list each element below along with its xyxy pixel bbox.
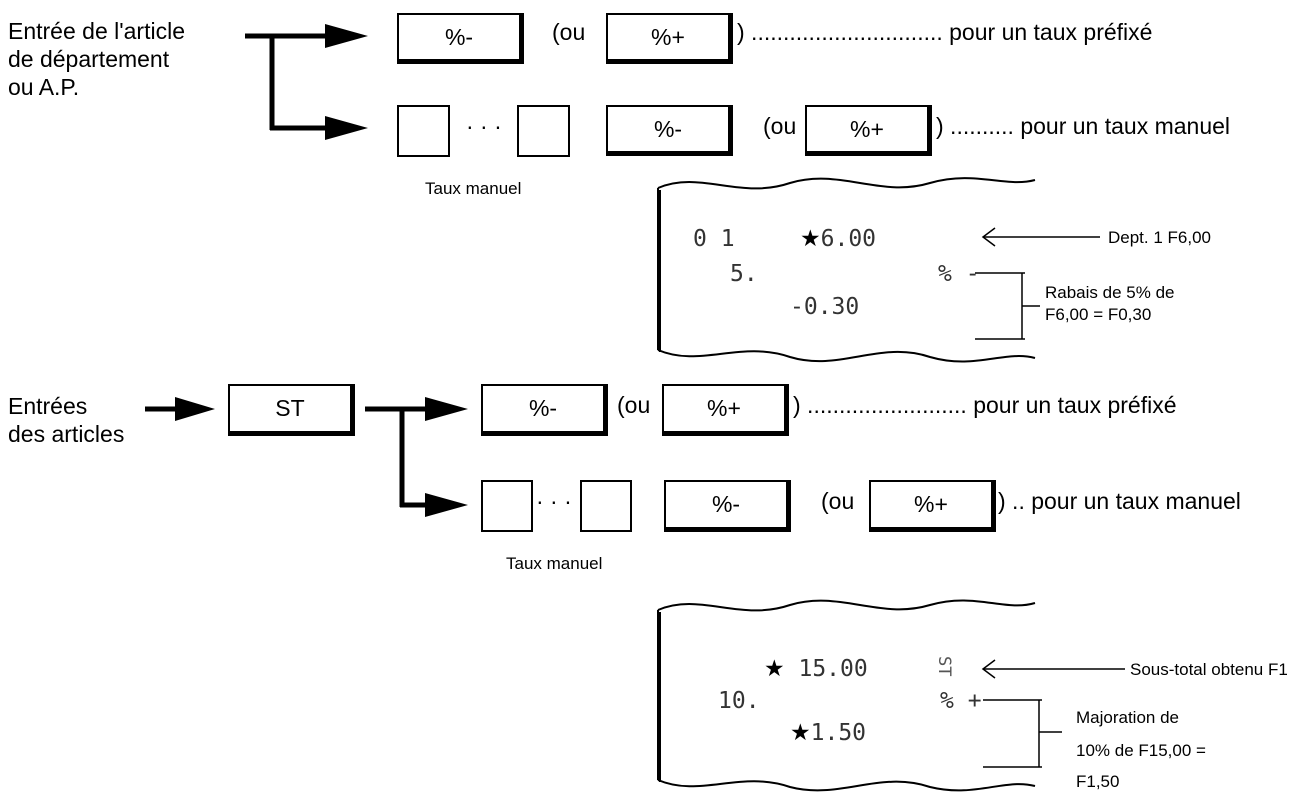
percent-minus-key[interactable]: %- bbox=[664, 480, 791, 532]
digit-key-box[interactable] bbox=[517, 105, 570, 157]
percent-minus-key[interactable]: %- bbox=[397, 13, 524, 64]
ellipsis-dots: · · · bbox=[536, 488, 572, 514]
section1-flow-lines bbox=[245, 33, 330, 131]
receipt2-outline bbox=[657, 599, 1036, 792]
section1-arrowheads bbox=[325, 24, 368, 140]
receipt-rate: 10. bbox=[718, 688, 760, 714]
receipt-st-marker: ST bbox=[934, 656, 954, 677]
arrow-left-icon bbox=[981, 227, 996, 247]
receipt1-outline bbox=[657, 177, 1036, 363]
percent-minus-key[interactable]: %- bbox=[606, 105, 733, 156]
star-icon: ★ bbox=[790, 720, 811, 746]
source-label-line-1: Entrée de l'article bbox=[8, 18, 185, 44]
annotation-subtotal: Sous-total obtenu F1 bbox=[1130, 660, 1288, 679]
or-open: (ou bbox=[552, 19, 586, 45]
subtotal-key[interactable]: ST bbox=[228, 384, 355, 436]
percent-plus-key[interactable]: %+ bbox=[662, 384, 789, 436]
or-open: (ou bbox=[763, 113, 797, 139]
manual-rate-text: ) .. pour un taux manuel bbox=[998, 488, 1241, 514]
star-icon: ★ bbox=[800, 226, 821, 252]
percent-minus-key[interactable]: %- bbox=[481, 384, 608, 436]
receipt-premium-amount: ★1.50 bbox=[790, 720, 867, 746]
arrow-right-icon bbox=[325, 24, 368, 48]
receipt-percent-plus: % + bbox=[940, 688, 982, 714]
receipt-rate: 5. bbox=[730, 261, 758, 287]
receipt-discount-amount: -0.30 bbox=[790, 294, 860, 320]
source-label-line-3: ou A.P. bbox=[8, 74, 80, 100]
digit-key-box[interactable] bbox=[580, 480, 632, 532]
annotation-discount-line-1: Rabais de 5% de bbox=[1045, 283, 1175, 302]
receipt-amount-line: ★6.00 bbox=[800, 226, 877, 252]
percent-plus-key[interactable]: %+ bbox=[606, 13, 733, 64]
annotation-dept: Dept. 1 F6,00 bbox=[1108, 228, 1212, 247]
annotation-premium-line-3: F1,50 bbox=[1076, 772, 1120, 791]
annotation-premium-line-1: Majoration de bbox=[1076, 708, 1180, 727]
arrow-right-icon bbox=[425, 397, 468, 421]
receipt-dept-number: 0 1 bbox=[693, 226, 735, 252]
manual-rate-text: ) .......... pour un taux manuel bbox=[936, 113, 1231, 139]
arrow-right-icon bbox=[175, 397, 215, 421]
percent-plus-key[interactable]: %+ bbox=[869, 480, 996, 532]
receipt-percent-minus: % - bbox=[938, 261, 980, 287]
receipt-subtotal-line: ★ 15.00 bbox=[764, 656, 868, 682]
manual-rate-label: Taux manuel bbox=[425, 179, 522, 198]
digit-key-box[interactable] bbox=[397, 105, 450, 157]
or-open: (ou bbox=[617, 392, 651, 418]
source-label-line-2: de département bbox=[8, 46, 170, 72]
source-label-line-2: des articles bbox=[8, 421, 125, 447]
manual-rate-label: Taux manuel bbox=[506, 554, 603, 573]
receipt2-annotation-lines bbox=[981, 659, 1125, 768]
annotation-discount-line-2: F6,00 = F0,30 bbox=[1045, 305, 1152, 324]
arrow-right-icon bbox=[425, 493, 468, 517]
annotation-premium-line-2: 10% de F15,00 = bbox=[1076, 741, 1206, 760]
arrow-left-icon bbox=[981, 659, 996, 679]
preset-rate-text: ) .............................. pour un… bbox=[737, 19, 1153, 45]
source-label-line-1: Entrées bbox=[8, 393, 88, 419]
star-icon: ★ bbox=[764, 656, 785, 682]
ellipsis-dots: · · · bbox=[466, 113, 502, 139]
or-open: (ou bbox=[821, 488, 855, 514]
percent-plus-key[interactable]: %+ bbox=[805, 105, 932, 156]
preset-rate-text: ) ......................... pour un taux… bbox=[793, 392, 1177, 418]
section2-arrowheads bbox=[175, 397, 468, 517]
digit-key-box[interactable] bbox=[481, 480, 533, 532]
receipt1-annotation-lines bbox=[975, 227, 1100, 340]
arrow-right-icon bbox=[325, 116, 368, 140]
